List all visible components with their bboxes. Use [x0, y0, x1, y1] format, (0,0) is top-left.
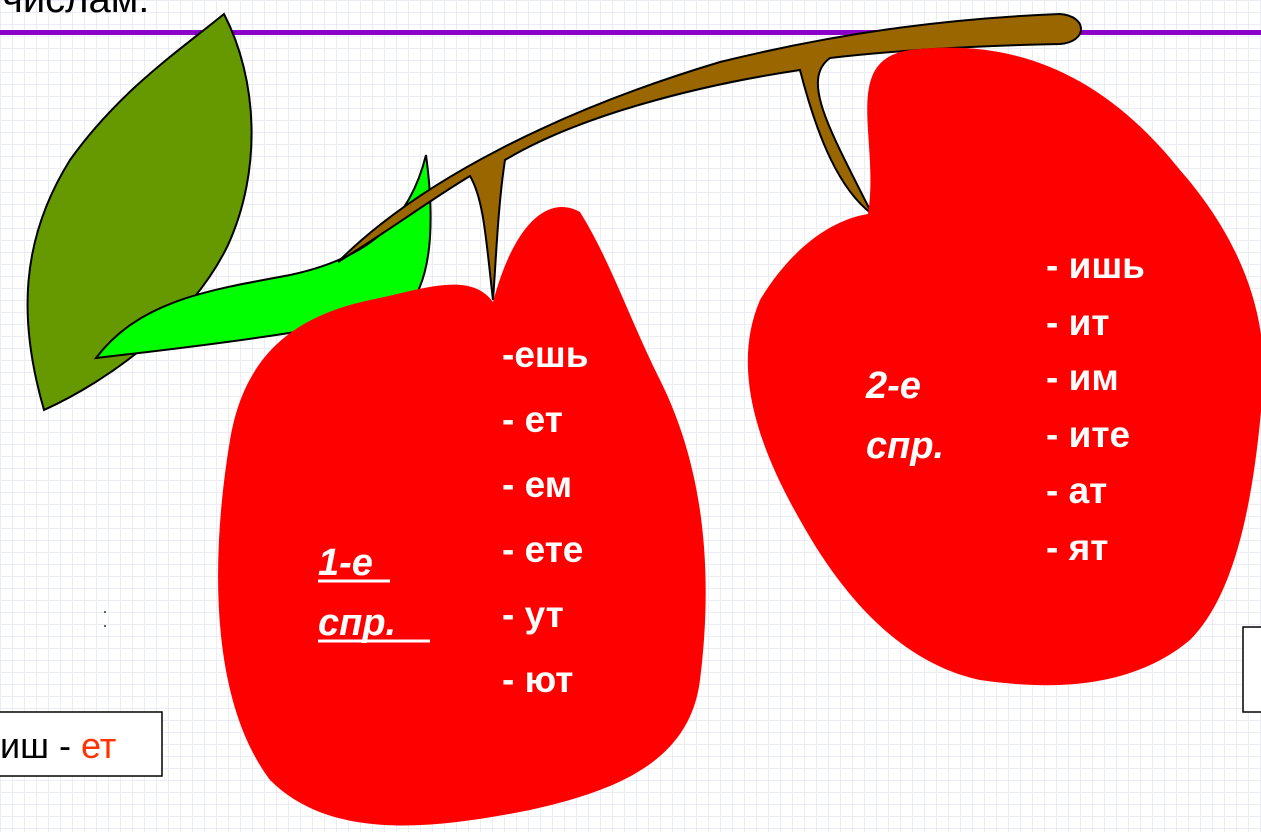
conj-2-ending: - ит: [1046, 302, 1109, 343]
conj-1-ending: - ют: [502, 659, 573, 700]
apple-2nd-conjugation: [747, 47, 1261, 686]
example-word-box: иш - ет: [0, 711, 163, 777]
conj-2-ending: - ишь: [1046, 245, 1145, 286]
conj-1-ending: -ешь: [502, 334, 588, 375]
conj-2-label-line1: 2-е: [865, 365, 921, 407]
conj-1-label-line2: спр.: [318, 602, 396, 644]
conj-2-label-line2: спр.: [866, 425, 944, 467]
conj-2-ending: - ите: [1046, 414, 1130, 455]
conj-1-label-line1: 1-е: [318, 542, 373, 584]
conj-2-ending: - ат: [1046, 470, 1107, 511]
conj-1-ending: - ете: [502, 529, 583, 570]
offscreen-box-edge: [1242, 626, 1261, 713]
branch-stem-icon: [337, 12, 1082, 301]
conj-1-ending: - ем: [502, 464, 572, 505]
conj-1-ending: - ет: [502, 399, 563, 440]
apple-1st-conjugation: [218, 206, 706, 826]
example-ending: ет: [81, 725, 116, 766]
artifact-dot: [104, 625, 106, 627]
conj-1-ending: - ут: [502, 594, 564, 635]
conj-2-ending: - им: [1046, 357, 1119, 398]
slide-heading: числам:: [2, 0, 149, 21]
example-stem: иш -: [0, 725, 81, 766]
conj-2-ending: - ят: [1046, 527, 1108, 568]
example-word: иш - ет: [0, 725, 116, 766]
accent-line: [0, 30, 1261, 35]
example-box-frame: [0, 711, 163, 777]
artifact-dot: [104, 611, 106, 613]
